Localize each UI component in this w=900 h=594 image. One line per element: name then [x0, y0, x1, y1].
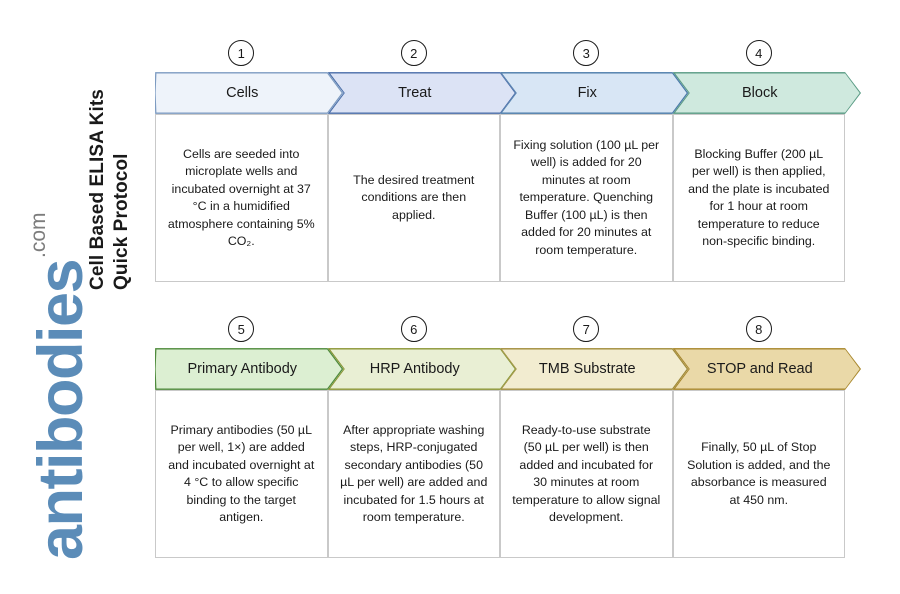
step-body-text: After appropriate washing steps, HRP-con… — [340, 422, 488, 525]
step-body-4: Blocking Buffer (200 µL per well) is the… — [672, 114, 845, 282]
step-chevron-8[interactable]: STOP and Read — [673, 348, 862, 390]
step-body-text: The desired treatment conditions are the… — [353, 172, 475, 222]
brand-logo-name: antibodies — [26, 259, 96, 560]
step-chevron-3[interactable]: Fix — [500, 72, 689, 114]
step-chevron-6[interactable]: HRP Antibody — [328, 348, 517, 390]
step-label: STOP and Read — [706, 361, 813, 377]
step-chevron-4[interactable]: Block — [673, 72, 862, 114]
step-number-label: 4 — [755, 45, 763, 61]
step-body-text: Fixing solution (100 µL per well) is add… — [513, 137, 660, 257]
step-number-6: 6 — [400, 316, 427, 342]
step-label: Primary Antibody — [187, 361, 298, 377]
step-body-5: Primary antibodies (50 µL per well, 1×) … — [155, 390, 328, 558]
step-number-4: 4 — [745, 40, 772, 66]
step-body-group-2: Primary antibodies (50 µL per well, 1×) … — [155, 390, 845, 558]
step-body-3: Fixing solution (100 µL per well) is add… — [500, 114, 673, 282]
step-number-3: 3 — [573, 40, 600, 66]
step-body-text: Blocking Buffer (200 µL per well) is the… — [688, 146, 830, 249]
step-chevron-7[interactable]: TMB Substrate — [500, 348, 689, 390]
left-rail: Cell Based ELISA Kits Quick Protocol ant… — [0, 0, 152, 594]
step-number-group-1: 1 2 3 4 — [155, 34, 845, 72]
step-number-1: 1 — [228, 40, 255, 66]
step-label: Block — [742, 85, 778, 101]
step-body-6: After appropriate washing steps, HRP-con… — [327, 390, 500, 558]
page-title-line-2: Quick Protocol — [111, 153, 132, 290]
step-number-label: 2 — [410, 45, 418, 61]
step-label: Fix — [577, 85, 597, 101]
brand-logo-suffix: .com — [27, 212, 50, 258]
chevron-group-1: Cells Treat Fix Block — [155, 72, 845, 114]
step-number-group-2: 5 6 7 8 — [155, 310, 845, 348]
step-body-2: The desired treatment conditions are the… — [327, 114, 500, 282]
step-number-label: 3 — [582, 45, 590, 61]
brand-logo: antibodies.com — [26, 212, 96, 560]
step-chevron-1[interactable]: Cells — [155, 72, 344, 114]
chevron-group-2: Primary Antibody HRP Antibody TMB Substrat… — [155, 348, 845, 390]
step-chevron-5[interactable]: Primary Antibody — [155, 348, 344, 390]
step-label: Treat — [398, 85, 432, 101]
step-body-text: Cells are seeded into microplate wells a… — [167, 146, 315, 249]
step-chevron-2[interactable]: Treat — [328, 72, 517, 114]
step-body-7: Ready-to-use substrate (50 µL per well) … — [500, 390, 673, 558]
step-body-text: Ready-to-use substrate (50 µL per well) … — [512, 422, 661, 525]
step-number-2: 2 — [400, 40, 427, 66]
step-number-label: 6 — [410, 321, 418, 337]
step-body-1: Cells are seeded into microplate wells a… — [155, 114, 328, 282]
step-body-8: Finally, 50 µL of Stop Solution is added… — [672, 390, 845, 558]
step-number-8: 8 — [745, 316, 772, 342]
step-label: TMB Substrate — [538, 361, 636, 377]
process-row-2: 5 6 7 8 Primary Antibody HRP Antibody TMB Sub… — [155, 310, 845, 558]
process-row-1: 1 2 3 4 Cells Treat Fix Block Cells are seeded… — [155, 34, 845, 282]
step-label: Cells — [226, 85, 259, 101]
step-body-text: Primary antibodies (50 µL per well, 1×) … — [168, 422, 315, 525]
step-number-label: 8 — [755, 321, 763, 337]
step-body-group-1: Cells are seeded into microplate wells a… — [155, 114, 845, 282]
step-body-text: Finally, 50 µL of Stop Solution is added… — [687, 440, 831, 507]
step-label: HRP Antibody — [369, 361, 460, 377]
step-number-7: 7 — [573, 316, 600, 342]
step-number-label: 1 — [237, 45, 245, 61]
step-number-5: 5 — [228, 316, 255, 342]
step-number-label: 5 — [237, 321, 245, 337]
step-number-label: 7 — [582, 321, 590, 337]
